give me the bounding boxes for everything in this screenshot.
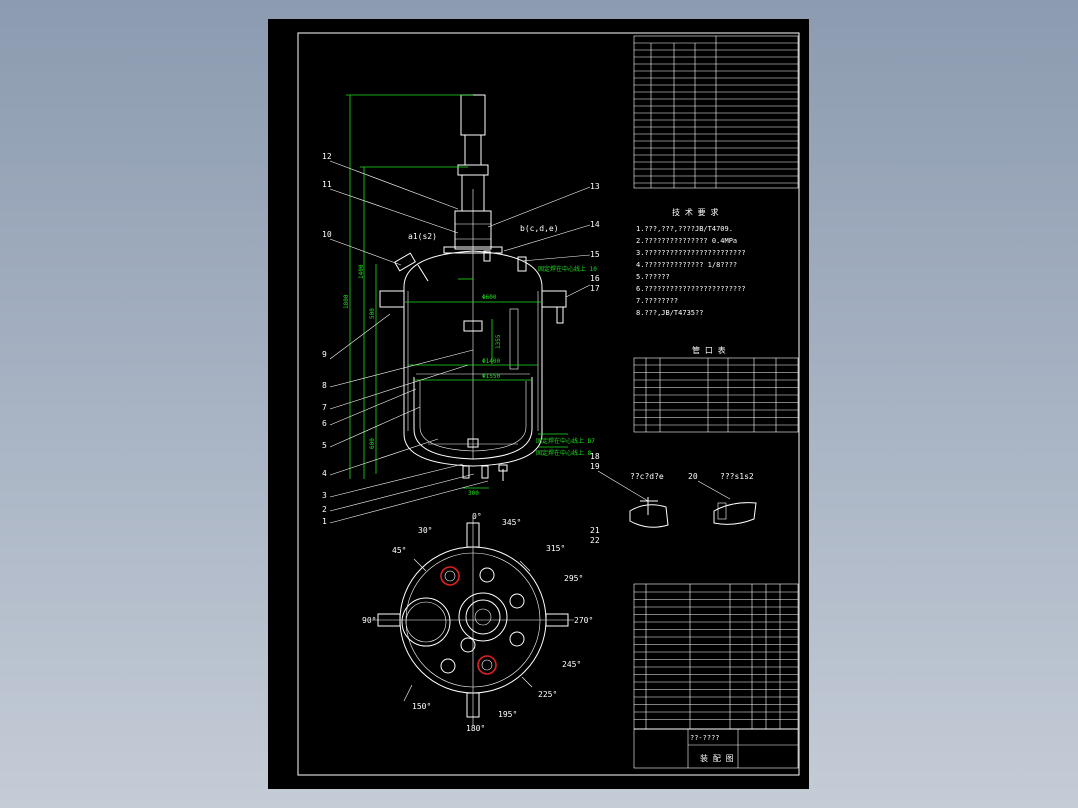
cad-drawing: 1800 1400 500 600 Φ600 Φ1400 Φ1550 300 1… [297,32,800,776]
dimension-texts: 1800 1400 500 600 Φ600 Φ1400 Φ1550 300 1… [343,264,597,497]
angle-245: 245° [562,660,581,669]
mount-stand [454,210,492,250]
design-data-table [633,35,799,189]
dim-phi600: Φ600 [482,294,497,301]
leader-6: 6 [322,419,327,428]
dim-phi1400: Φ1400 [482,358,500,365]
leader-9: 9 [322,350,327,359]
angle-30: 30° [418,526,432,535]
tech-req-8: 8.???,JB/T4735?? [636,309,703,317]
leader-13: 13 [590,182,600,191]
dim-1400: 1400 [358,264,365,279]
leader-21: 21 [590,526,600,535]
callout-a: a1(s2) [408,232,437,241]
green-note-8: 固定焊在中心线上 8 [536,449,592,457]
tech-req-4: 4.?????????????? 1/8???? [636,261,737,269]
leader-numbers: 12 11 10 9 8 7 6 5 4 3 2 1 13 14 15 16 1… [322,152,698,545]
table-rows [634,49,798,720]
leader-1: 1 [322,517,327,526]
detail-20-label: ???s1s2 [720,472,754,481]
leader-12: 12 [322,152,332,161]
angle-90: 90° [362,616,376,625]
angle-315: 315° [546,544,565,553]
sight-glass-2 [477,655,497,675]
callout-b: b(c,d,e) [520,224,559,233]
detail-19-label: ??c?d?e [630,472,664,481]
leader-19: 19 [590,462,600,471]
angle-150: 150° [412,702,431,711]
leader-14: 14 [590,220,600,229]
leader-4: 4 [322,469,327,478]
leader-7: 7 [322,403,327,412]
angle-labels: 0° 30° 345° 45° 315° 295° 90° 270° 245° … [362,512,593,733]
leader-lines [329,160,591,524]
tech-req-5: 5.?????? [636,273,670,281]
nozzle-table: 管 口 表 [633,345,799,433]
dim-300: 300 [468,490,479,497]
angle-345: 345° [502,518,521,527]
angle-195: 195° [498,710,517,719]
angle-295: 295° [564,574,583,583]
nozzle-table-title: 管 口 表 [692,345,726,355]
tech-req-7: 7.???????? [636,297,678,305]
tech-req-2: 2.??????????????? 0.4MPa [636,237,737,245]
leader-3: 3 [322,491,327,500]
tech-req-6: 6.???????????????????????? [636,285,746,293]
tech-req-1: 1.???,???,????JB/T4709. [636,225,733,233]
leader-8: 8 [322,381,327,390]
dim-500: 500 [369,308,376,319]
tech-req-3: 3.???????????????????????? [636,249,746,257]
angle-225: 225° [538,690,557,699]
drawing-sheet: 1800 1400 500 600 Φ600 Φ1400 Φ1550 300 1… [268,19,809,789]
leader-20: 20 [688,472,698,481]
tech-requirements: 技 术 要 求 1.???,???,????JB/T4709. 2.??????… [636,207,746,317]
motor [460,94,486,136]
drawing-border [297,32,800,776]
leader-5: 5 [322,441,327,450]
dim-phi1550: Φ1550 [482,373,500,380]
green-note-10: 固定焊在中心线上 10 [538,265,597,273]
leader-17: 17 [590,284,600,293]
leader-15: 15 [590,250,600,259]
angle-270: 270° [574,616,593,625]
vessel-plan-view [372,517,574,725]
drawing-number: ??-???? [690,734,720,742]
leader-22: 22 [590,536,600,545]
parts-list-table: 装 配 图 ??-???? [633,583,799,769]
leader-16: 16 [590,274,600,283]
drawing-name: 装 配 图 [700,753,734,763]
angle-0: 0° [472,512,482,521]
dimension-lines [346,94,568,489]
sight-glass-1 [440,566,460,586]
leader-10: 10 [322,230,332,239]
green-note-d7: 固定焊在中心线上 D7 [536,437,595,445]
leader-2: 2 [322,505,327,514]
tech-req-title: 技 术 要 求 [672,207,718,217]
angle-45: 45° [392,546,406,555]
leader-18: 18 [590,452,600,461]
angle-180: 180° [466,724,485,733]
vessel-elevation [379,94,567,481]
dim-1800: 1800 [343,294,350,309]
leader-11: 11 [322,180,332,189]
dim-1355: 1355 [495,334,502,349]
dim-600: 600 [369,438,376,449]
detail-views: ??c?d?e ???s1s2 [597,470,757,528]
